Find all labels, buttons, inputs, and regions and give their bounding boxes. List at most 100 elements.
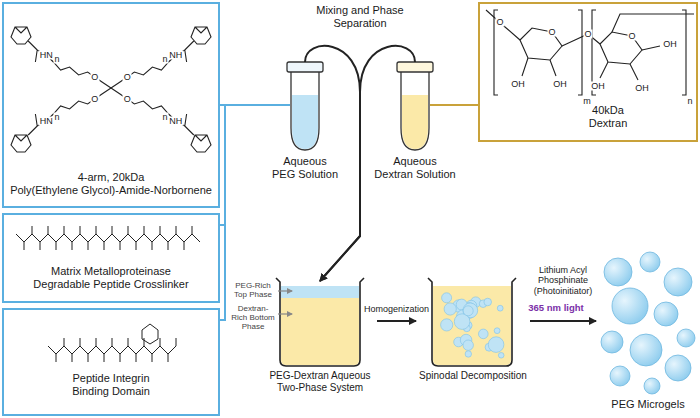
peptide-backbone [16,226,200,250]
microgel [601,331,623,353]
node-text: 40kDa Dextran [578,104,638,130]
atom-label: NH [168,51,183,60]
node-text: Matrix Metalloproteinase Degradable Pept… [24,265,199,291]
node-text: Peptide Integrin Binding Domain [61,372,161,398]
beaker-outline [276,278,364,366]
atom-label: O [547,28,556,37]
atom-label: OH [634,84,650,93]
tube-body [291,72,319,150]
atom-label: OH [552,80,568,89]
step-label: Mixing and Phase Separation [315,4,405,29]
norbornene [11,27,31,44]
tube-cap [287,62,323,72]
peg-droplet [484,298,492,306]
peg-droplet [498,353,504,359]
connector [377,320,416,322]
peg-droplet [479,329,489,339]
tube-cap [397,62,433,72]
peg-droplet [454,314,470,330]
peg-droplet [463,340,473,350]
connector [220,105,290,225]
node-text: Spinodal Decomposition [419,370,527,382]
atom-label: n [53,55,60,64]
dextran-bond [486,10,600,76]
microgel-cluster: PEG Microgels [598,250,698,418]
tube-liquid [402,95,428,149]
atom-label: OH [662,40,678,49]
peg-arm [28,41,111,88]
beaker: PEG-Dextran Aqueous Two-Phase System [265,276,375,416]
peg-phase [281,286,359,298]
solution-tube: Aqueous Dextran Solution [370,60,460,200]
phase-leaders [278,291,292,314]
norbornene [191,27,211,44]
microgel [664,268,692,296]
peg-droplet [442,293,452,303]
peg-droplet [497,305,503,311]
leader-line [278,313,292,314]
tube-body [401,72,429,150]
microgel [665,355,691,381]
node-text: PEG-Dextran Aqueous Two-Phase System [265,370,375,394]
aromatic-ring [142,324,158,344]
node-text: 4-arm, 20kDa [78,171,145,184]
node-text: Aqueous PEG Solution [271,155,339,181]
node-text: PEG Microgels [611,398,684,411]
atom-label: n [686,97,693,106]
microgel [630,334,662,366]
dextran-tube [397,62,433,150]
two-phase-beaker [276,278,364,366]
atom-label: O [90,73,99,82]
norbornene [191,135,211,152]
peptide-structure [16,226,200,362]
atom-label: HN [39,51,54,60]
dextran-bond [600,14,694,80]
edge-label: Lithium Acyl Phosphinate (Photoinitiator… [526,265,600,297]
dextran-ring [520,28,562,60]
atom-label: HN [39,117,54,126]
peg-structure [11,27,211,152]
peg-droplet [488,337,504,353]
connector [530,320,596,322]
edge-label: Homogenization [363,304,430,315]
microgel [610,366,630,386]
atom-label: m [582,97,592,106]
peg-droplet [494,328,500,334]
peg-arm [28,88,111,135]
phase-label: PEG-Rich Top Phase [230,281,276,299]
atom-label: O [123,95,132,104]
peg-tube [287,62,323,150]
emulsion-beaker [428,278,516,366]
phase-label: Dextran-Rich Bottom Phase [230,304,276,332]
dextran-ring [600,32,642,64]
connector [220,105,290,320]
peg-droplets [441,293,504,358]
component-panel: Peptide Integrin Binding Domain [2,308,220,416]
node-text: Poly(Ethylene Glycol)-Amide-Norbornene [10,184,212,197]
atom-label: O [627,32,636,41]
microgel [677,329,695,347]
component-panel: 4-arm, 20kDaPoly(Ethylene Glycol)-Amide-… [2,2,220,208]
solution-tube: Aqueous PEG Solution [265,60,345,200]
component-panel: Matrix Metalloproteinase Degradable Pept… [2,213,220,303]
atom-label: O [90,95,99,104]
atom-label: OH [510,80,526,89]
peg-arm [111,41,194,88]
polymer-bracket [494,10,686,95]
node-text: Aqueous Dextran Solution [373,155,457,181]
peg-arm [111,88,194,135]
microgel [654,302,678,326]
atom-label: O [123,73,132,82]
norbornene [11,135,31,152]
beaker-outline [428,278,516,366]
microgels [601,252,695,394]
dextran-phase [281,298,359,365]
microgel [640,252,660,272]
atom-label: O [495,18,504,27]
leader-line [278,290,292,291]
atom-label: n [53,113,60,122]
beaker: Spinodal Decomposition [418,276,528,416]
dextran-phase [433,286,511,365]
